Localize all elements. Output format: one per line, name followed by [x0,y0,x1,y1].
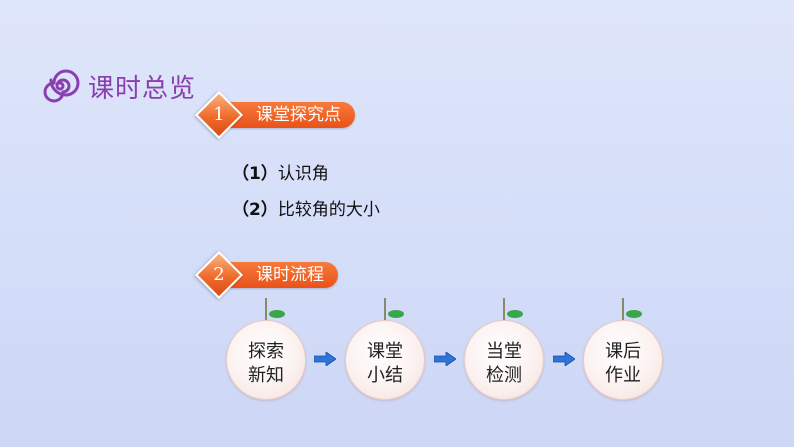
section-number: 1 [213,104,225,125]
flow-step-label: 当堂 检测 [464,340,544,388]
leaf-icon [626,310,642,318]
flow-step-line: 作业 [605,365,641,386]
stem-icon [503,298,505,322]
arrow-right-icon [553,352,575,366]
flow-step-line: 小结 [367,365,403,386]
leaf-icon [269,310,285,318]
point-number: （1） [232,164,278,184]
flow-step-line: 探索 [248,341,284,362]
fruit-circle [226,320,306,400]
stem-icon [265,298,267,322]
flow-step-summary: 课堂 小结 [345,298,425,400]
leaf-icon [507,310,523,318]
flow-step-line: 当堂 [486,341,522,362]
section-number: 2 [213,264,225,285]
page-title: 课时总览 [88,74,197,104]
flow-step-explore: 探索 新知 [226,298,306,400]
fruit-circle [345,320,425,400]
flow-step-homework: 课后 作业 [583,298,663,400]
leaf-icon [388,310,404,318]
flow-step-line: 课后 [605,341,641,362]
point-text: 比较角的大小 [277,200,380,220]
explore-point-1: （1）认识角 [232,159,329,184]
flow-step-line: 新知 [248,365,284,386]
flow-step-line: 检测 [486,365,522,386]
spiral-icon [43,69,80,103]
point-text: 认识角 [277,164,329,184]
arrow-right-icon [434,352,456,366]
flow-step-label: 课后 作业 [583,340,663,388]
arrow-right-icon [314,352,336,366]
flow-step-line: 课堂 [367,341,403,362]
flow-step-test: 当堂 检测 [464,298,544,400]
stem-icon [384,298,386,322]
fruit-circle [583,320,663,400]
fruit-circle [464,320,544,400]
explore-point-2: （2）比较角的大小 [232,195,380,220]
stem-icon [622,298,624,322]
flow-step-label: 探索 新知 [226,340,306,388]
point-number: （2） [232,200,278,220]
flow-step-label: 课堂 小结 [345,340,425,388]
